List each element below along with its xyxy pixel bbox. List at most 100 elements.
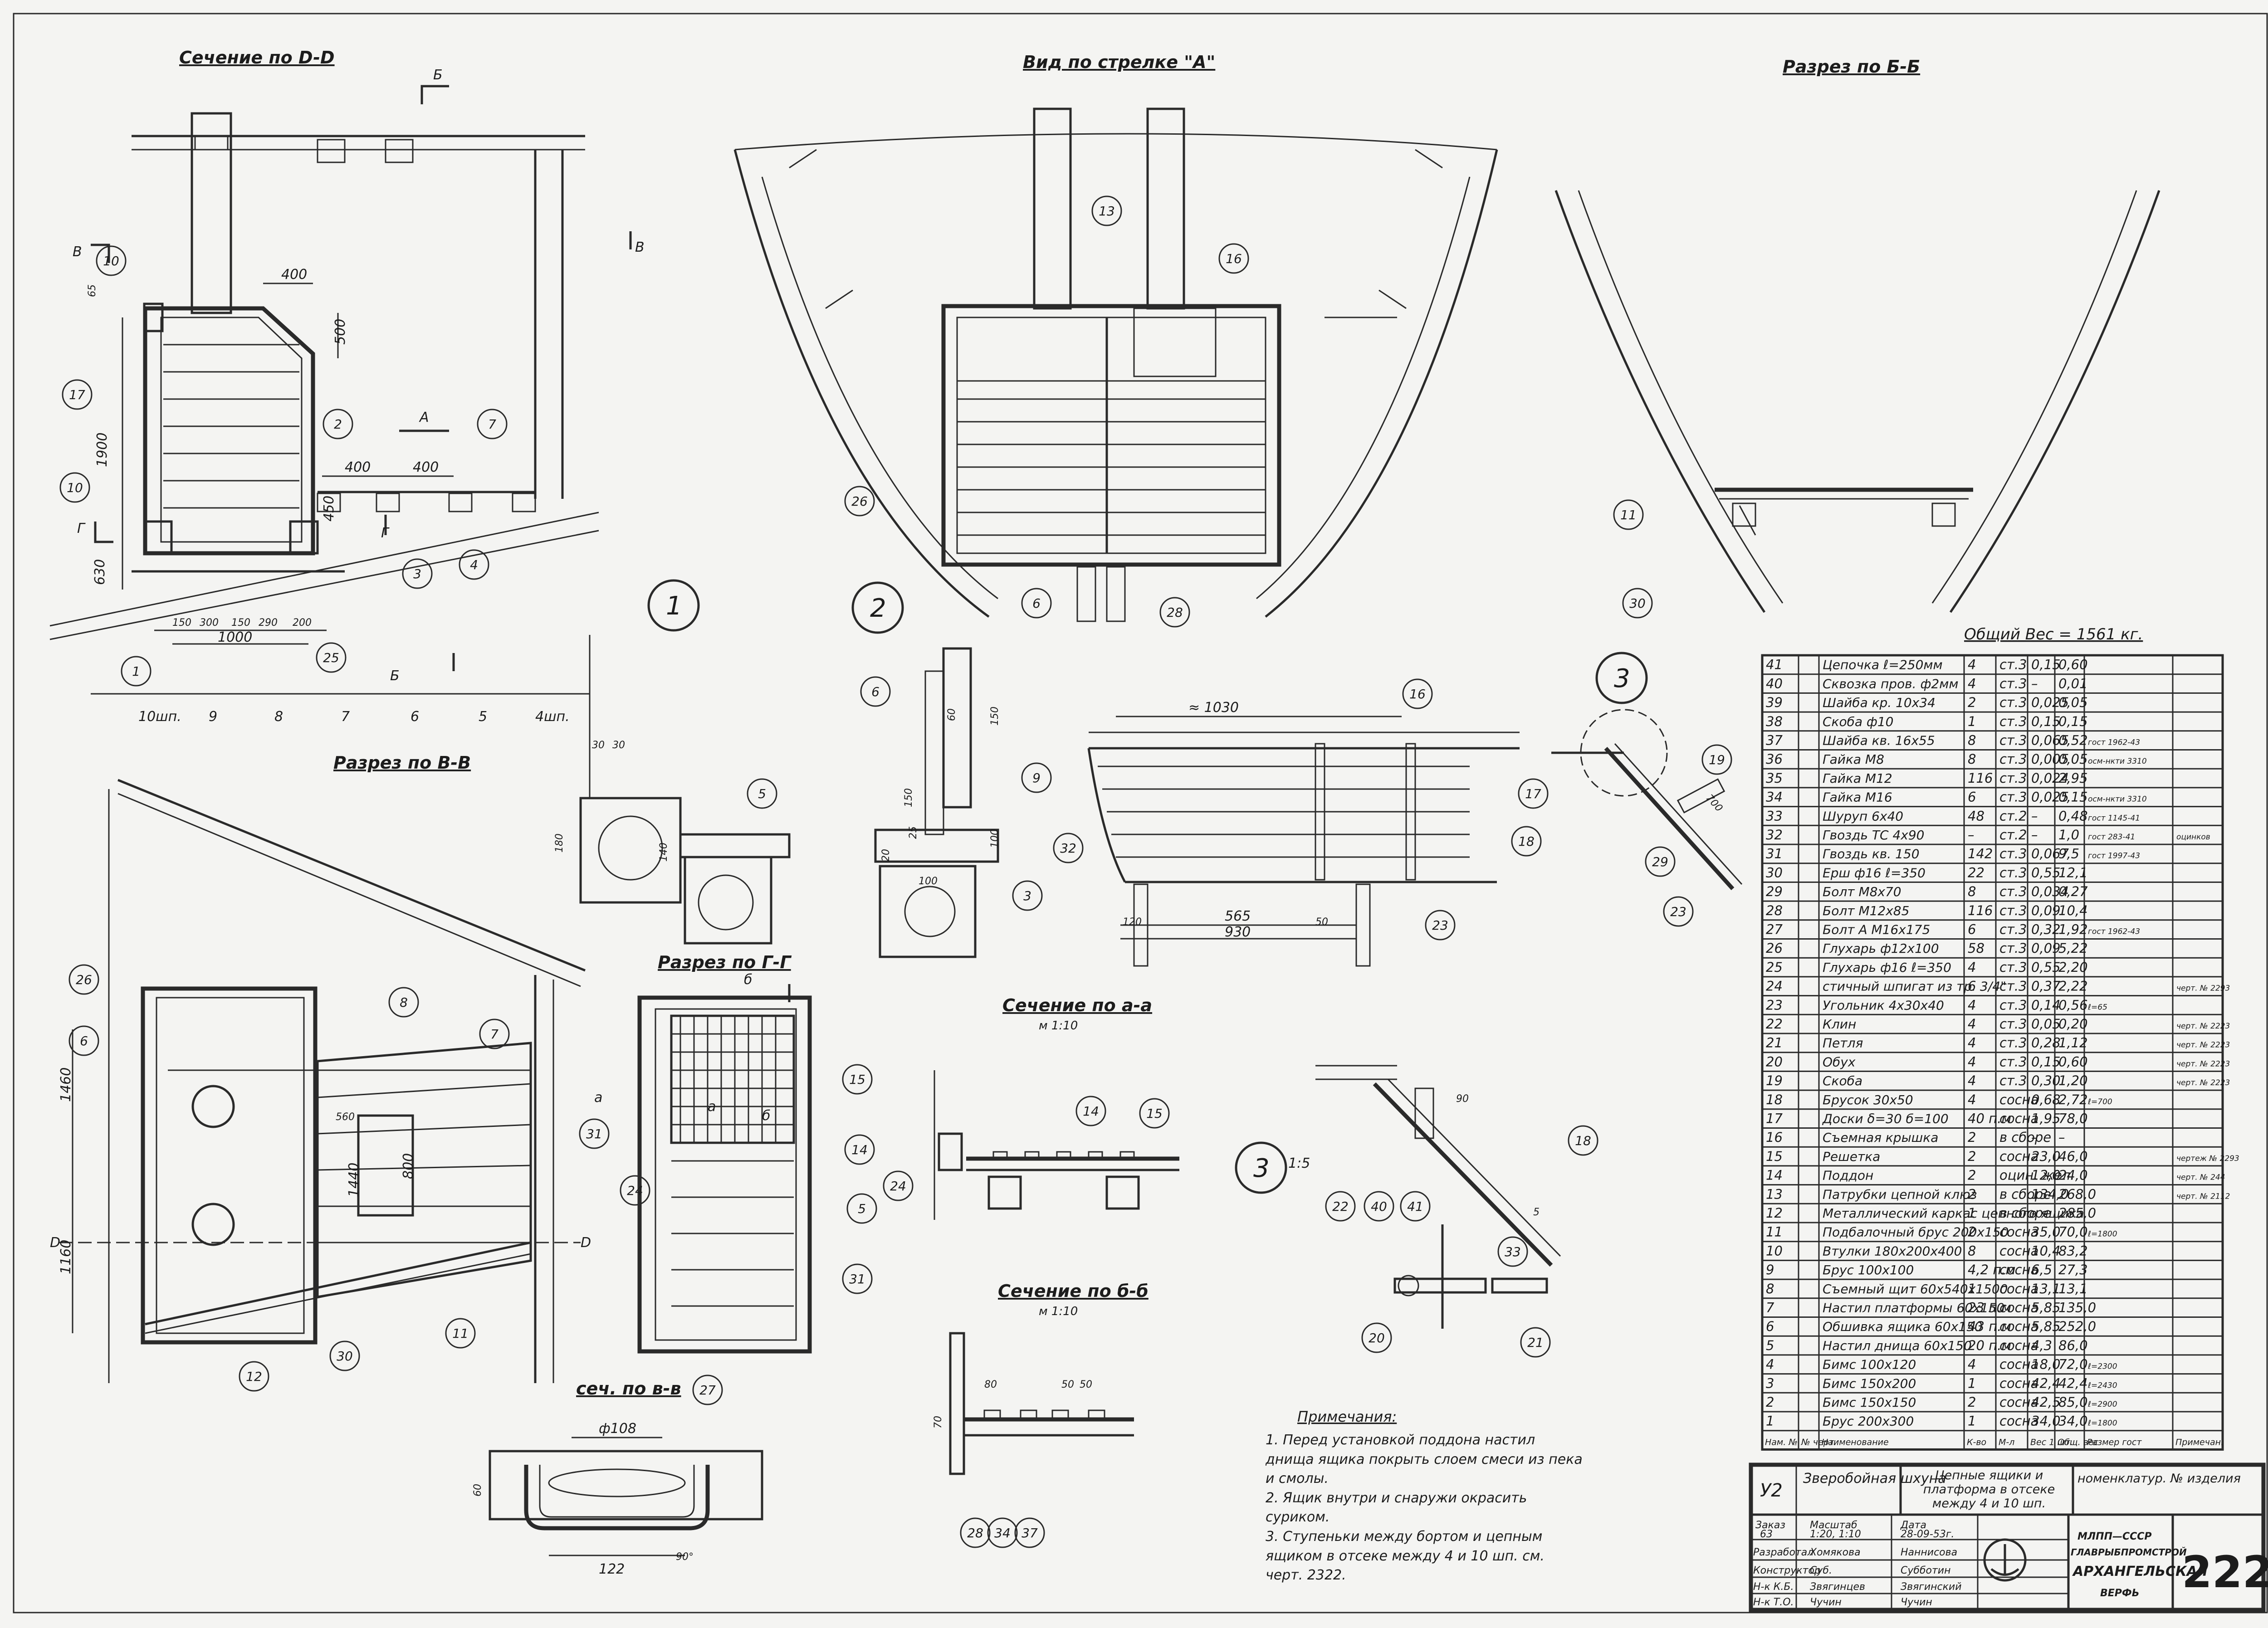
bom-cell-qty: 4 bbox=[1968, 997, 1976, 1013]
note-item: 2. Ящик внутри и снаружи окрасить сурико… bbox=[1266, 1490, 1527, 1526]
bom-header-cell: Примечан. bbox=[2175, 1437, 2224, 1447]
bom-cell-name: Болт М8х70 bbox=[1823, 884, 1901, 899]
bom-cell-mat: ст.3 bbox=[1999, 997, 2027, 1013]
svg-text:ГЛАВРЫБПРОМСТРОЙ: ГЛАВРЫБПРОМСТРОЙ bbox=[2071, 1547, 2187, 1558]
bom-cell-mat: сосна bbox=[1999, 1338, 2038, 1353]
bom-cell-mat: ст.3 bbox=[1999, 770, 2027, 786]
bom-cell-name: Шуруп 6х40 bbox=[1823, 809, 1903, 824]
bom-cell-wt: 9,5 bbox=[2058, 846, 2079, 862]
bom-cell-qty: 2 bbox=[1968, 1168, 1976, 1183]
bom-cell-w1: – bbox=[2031, 1205, 2038, 1221]
svg-text:630: 630 bbox=[92, 559, 108, 585]
bom-cell-w1: 34,0 bbox=[2031, 1414, 2061, 1429]
part-callout-number: 6 bbox=[1032, 596, 1041, 611]
svg-text:700: 700 bbox=[1704, 792, 1725, 814]
svg-text:400: 400 bbox=[413, 459, 439, 475]
svg-text:А: А bbox=[419, 409, 429, 425]
bom-cell-w1: 0,28 bbox=[2031, 1035, 2061, 1051]
svg-text:300: 300 bbox=[200, 617, 219, 629]
bom-cell-name: Скоба bbox=[1823, 1073, 1862, 1088]
bom-cell-name: Обух bbox=[1823, 1054, 1856, 1069]
bom-cell-name: Болт А М16х175 bbox=[1823, 922, 1930, 937]
part-callout-number: 5 bbox=[858, 1201, 866, 1216]
svg-text:Заказ: Заказ bbox=[1755, 1520, 1785, 1531]
bom-cell-name: Гайка М16 bbox=[1823, 790, 1892, 805]
part-callout-number: 8 bbox=[400, 995, 408, 1010]
svg-text:1440: 1440 bbox=[346, 1163, 362, 1197]
bom-cell-mat: сосна bbox=[1999, 1262, 2038, 1277]
bom-cell-wt: 10,4 bbox=[2058, 903, 2088, 918]
bom-cell-mat: сосна bbox=[1999, 1149, 2038, 1164]
bom-cell-wt: 86,0 bbox=[2058, 1338, 2088, 1353]
platform-view: ≈ 1030 120 565 930 50 bbox=[1087, 700, 1520, 967]
bom-cell-wt: 0,15 bbox=[2058, 790, 2088, 805]
bom-cell-wt: 135,0 bbox=[2058, 1300, 2096, 1316]
bom-cell-wt: – bbox=[2058, 1130, 2065, 1145]
bom-cell-size: ℓ=1800 bbox=[2087, 1230, 2117, 1239]
svg-text:Звягинцев: Звягинцев bbox=[1810, 1581, 1865, 1593]
bom-cell-qty: 4 bbox=[1968, 1054, 1976, 1069]
vv-box bbox=[141, 986, 318, 1345]
bom-cell-n: 40 bbox=[1766, 676, 1783, 691]
bom-cell-note: черт. № 2223 bbox=[2176, 1059, 2230, 1068]
bom-cell-qty: 22 bbox=[1968, 865, 1984, 880]
bom-cell-w1: 23,0 bbox=[2031, 1149, 2061, 1164]
part-callout-number: 18 bbox=[1575, 1133, 1591, 1148]
part-callout-number: 14 bbox=[1083, 1104, 1099, 1119]
bom-cell-w1: 5,85 bbox=[2031, 1300, 2061, 1316]
section-vv-title: Разрез по В-В bbox=[333, 753, 471, 773]
part-callout-number: 26 bbox=[851, 494, 868, 509]
bom-cell-name: Бимс 100х120 bbox=[1823, 1357, 1916, 1372]
svg-text:800: 800 bbox=[401, 1153, 416, 1179]
bom-cell-n: 35 bbox=[1766, 770, 1783, 786]
svg-text:180: 180 bbox=[554, 833, 565, 853]
svg-text:80: 80 bbox=[984, 1379, 997, 1390]
bom-cell-mat: в сборе bbox=[1999, 1130, 2051, 1145]
bom-cell-qty: 20 п.м bbox=[1968, 1338, 2011, 1353]
svg-text:5: 5 bbox=[1533, 1207, 1540, 1218]
bom-cell-n: 20 bbox=[1766, 1054, 1783, 1069]
svg-text:7: 7 bbox=[341, 709, 350, 725]
bom-cell-wt: 2,72 bbox=[2058, 1092, 2088, 1107]
svg-text:В: В bbox=[73, 244, 82, 260]
bom-header-cell: К-во bbox=[1967, 1437, 1986, 1447]
part-callout-number: 11 bbox=[452, 1326, 469, 1341]
bom-cell-wt: 1,0 bbox=[2058, 827, 2079, 843]
bom-cell-n: 11 bbox=[1766, 1224, 1783, 1240]
part-callout-number: 15 bbox=[1146, 1106, 1163, 1121]
bom-cell-mat: ст.2 bbox=[1999, 808, 2027, 824]
bom-cell-wt: 252,0 bbox=[2058, 1319, 2096, 1334]
bom-cell-qty: 8 bbox=[1968, 1243, 1976, 1258]
bom-cell-qty: 4 bbox=[1968, 657, 1976, 673]
svg-text:1:5: 1:5 bbox=[1288, 1155, 1310, 1171]
part-callout-number: 29 bbox=[1652, 854, 1668, 869]
svg-text:25: 25 bbox=[908, 826, 919, 839]
bom-cell-w1: 13,1 bbox=[2031, 1281, 2061, 1297]
bom-cell-n: 30 bbox=[1766, 865, 1783, 880]
svg-text:Н-к Т.О.: Н-к Т.О. bbox=[1753, 1597, 1794, 1608]
bom-cell-mat: ст.3 bbox=[1999, 846, 2027, 862]
bom-cell-name: Гвоздь кв. 150 bbox=[1823, 847, 1920, 862]
part-callout-number: 28 bbox=[1167, 605, 1183, 620]
svg-text:100: 100 bbox=[989, 829, 1001, 848]
part-callout-number: 21 bbox=[1527, 1335, 1544, 1350]
part-callout-number: 11 bbox=[1620, 507, 1637, 522]
section-bb-big-title: Разрез по Б-Б bbox=[1783, 57, 1920, 77]
svg-text:50: 50 bbox=[1061, 1379, 1074, 1390]
section-gg-title: Разрез по Г-Г bbox=[658, 952, 792, 972]
part-callout-number: 40 bbox=[1371, 1199, 1387, 1214]
bom-cell-mat: сосна bbox=[1999, 1375, 2038, 1391]
bom-cell-mat: ст.3 bbox=[1999, 714, 2027, 729]
svg-text:140: 140 bbox=[658, 843, 670, 862]
part-callout-number: 24 bbox=[627, 1183, 643, 1198]
svg-text:450: 450 bbox=[321, 496, 337, 522]
bom-cell-note: черт. № 2223 bbox=[2176, 1041, 2230, 1050]
svg-text:В: В bbox=[635, 239, 645, 255]
bom-cell-n: 33 bbox=[1766, 808, 1783, 824]
